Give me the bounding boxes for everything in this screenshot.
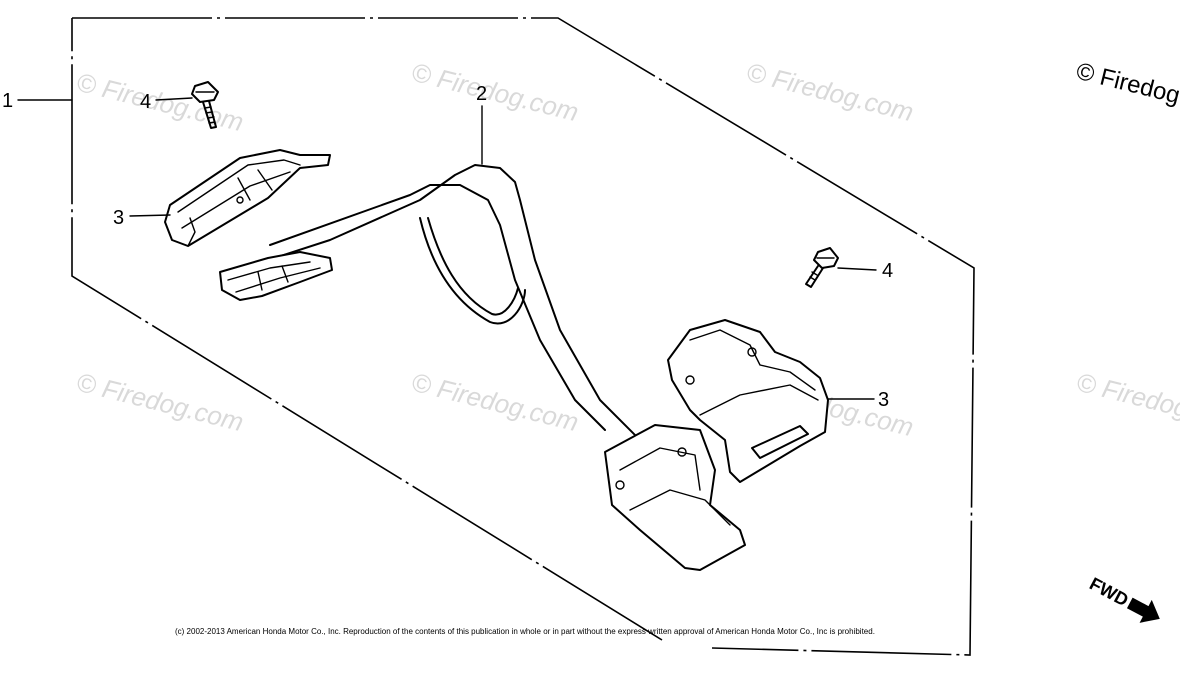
fwd-label: FWD: [1086, 573, 1132, 610]
bolt-part-4-right: [805, 247, 839, 288]
watermark: © Firedog.com: [74, 67, 247, 137]
fwd-indicator: FWD: [1086, 573, 1160, 623]
stand-part-2: [219, 164, 746, 571]
leader-line: [155, 97, 193, 101]
callout-number: 3: [113, 207, 124, 229]
watermark: © Firedog.com: [74, 367, 247, 437]
watermark: © Firedog.com: [744, 57, 917, 127]
leader-line: [837, 267, 877, 271]
callout-3-right: 3: [827, 389, 889, 411]
callout-number: 1: [2, 90, 13, 112]
callout-number: 3: [878, 389, 889, 411]
callout-3-left: 3: [113, 207, 171, 229]
callout-number: 2: [476, 83, 487, 105]
forward-arrow-icon: [1126, 597, 1160, 623]
bracket-part-3-left: [164, 149, 331, 247]
watermarks: © Firedog.com © Firedog.com © Firedog.co…: [74, 57, 1180, 442]
callout-1: 1: [2, 90, 73, 112]
corner-watermark: © Firedog: [1074, 58, 1180, 110]
callout-2: 2: [476, 83, 487, 165]
copyright-notice: (c) 2002-2013 American Honda Motor Co., …: [175, 627, 875, 636]
callout-4-right: 4: [837, 260, 893, 282]
callout-number: 4: [140, 91, 151, 113]
callout-4-left: 4: [140, 91, 193, 113]
leader-line: [129, 214, 171, 217]
watermark: © Firedog: [1074, 367, 1180, 424]
bracket-part-3-right: [667, 319, 829, 483]
assembly-frame: [71, 17, 975, 656]
bolt-part-4-left: [191, 81, 219, 129]
callout-number: 4: [882, 260, 893, 282]
watermark: © Firedog.com: [409, 57, 582, 127]
